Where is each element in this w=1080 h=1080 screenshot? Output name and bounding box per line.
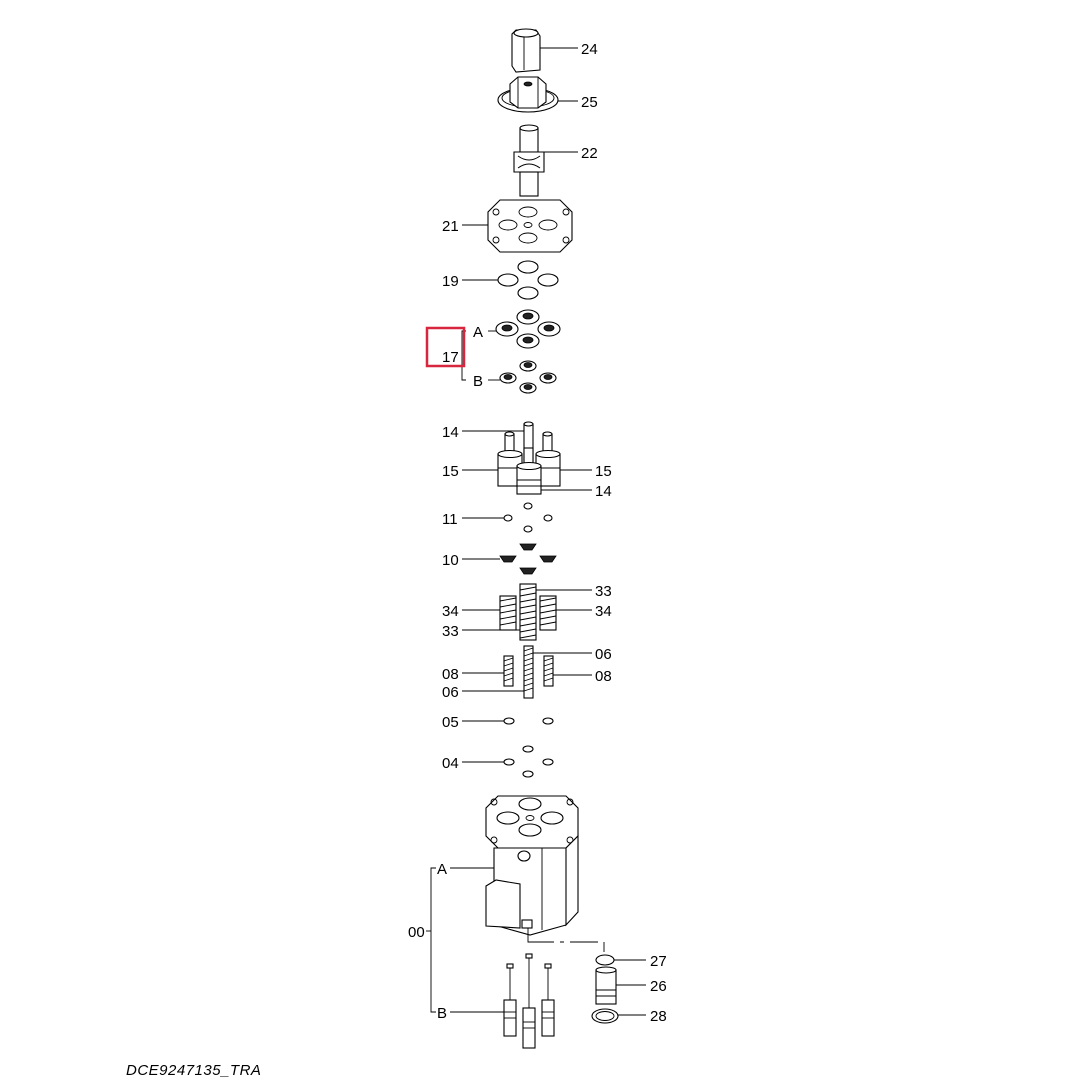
label-34-left: 34 [442,603,459,620]
part-22-universal-joint[interactable] [513,124,578,197]
highlight-box-17 [425,326,466,368]
label-14-top: 14 [442,424,459,441]
part-19-o-rings[interactable] [462,260,559,300]
label-06-bottom: 06 [442,684,459,701]
label-15-left: 15 [442,463,459,480]
label-14-bottom: 14 [595,483,612,500]
label-27: 27 [650,953,667,970]
part-00b-spools[interactable] [450,953,555,1049]
part-04-washers[interactable] [462,745,554,778]
assembly-bracket-00 [426,867,436,1013]
label-24: 24 [581,41,598,58]
label-11: 11 [442,511,458,528]
part-17b-seal-set[interactable] [488,360,557,394]
label-08-left: 08 [442,666,459,683]
label-33-bottom: 33 [442,623,459,640]
part-33-34-springs[interactable] [462,583,592,641]
part-17a-seal-set[interactable] [488,309,561,349]
part-10-spring-seats[interactable] [462,543,557,575]
label-06-top: 06 [595,646,612,663]
part-11-clips[interactable] [462,502,553,533]
label-04: 04 [442,755,459,772]
part-05-washers[interactable] [462,717,554,725]
label-17b: B [473,373,483,390]
label-34-right: 34 [595,603,612,620]
drawing-code: DCE9247135_TRA [126,1062,261,1079]
label-00a: A [437,861,447,878]
part-24-fitting[interactable] [511,28,578,73]
label-25: 25 [581,94,598,111]
label-15-right: 15 [595,463,612,480]
label-19: 19 [442,273,459,290]
part-00a-valve-body[interactable] [450,795,605,952]
label-10: 10 [442,552,459,569]
part-28-seal-ring[interactable] [591,1008,646,1024]
part-14-15-plungers[interactable] [462,421,592,495]
label-26: 26 [650,978,667,995]
label-33-top: 33 [595,583,612,600]
label-22: 22 [581,145,598,162]
part-06-08-springs[interactable] [462,645,592,699]
label-17a: A [473,324,483,341]
label-28: 28 [650,1008,667,1025]
part-26-plug[interactable] [595,966,646,1005]
label-00b: B [437,1005,447,1022]
part-25-cover-plate[interactable] [497,76,578,113]
label-00: 00 [408,924,425,941]
part-21-plate[interactable] [462,199,573,253]
label-08-right: 08 [595,668,612,685]
part-27-o-ring[interactable] [595,954,646,966]
label-05: 05 [442,714,459,731]
label-21: 21 [442,218,459,235]
label-17: 17 [442,349,459,366]
